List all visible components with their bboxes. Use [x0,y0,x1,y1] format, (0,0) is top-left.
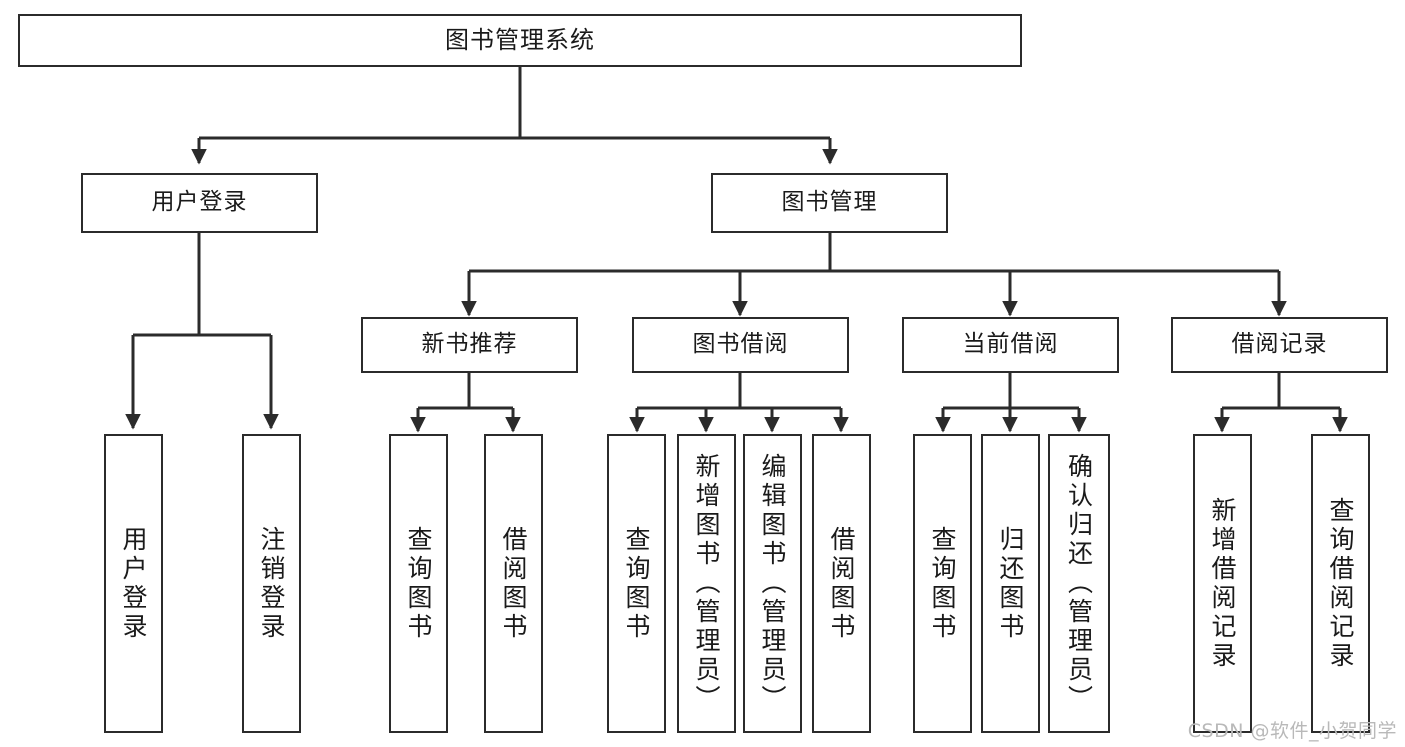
leaf-label: 查询借阅记录 [1326,496,1355,671]
leaf-current-borrow-2[interactable]: 确认归还（管理员） [1048,434,1110,733]
leaf-label: 确认归还（管理员） [1064,453,1094,714]
leaf-user-login-0[interactable]: 用户登录 [104,434,163,733]
leaf-current-borrow-0[interactable]: 查询图书 [913,434,972,733]
node-book-management-label: 图书管理 [781,189,878,216]
node-borrow-record-label: 借阅记录 [1231,331,1328,358]
node-borrow-record[interactable]: 借阅记录 [1171,317,1388,373]
leaf-label: 查询图书 [928,525,957,642]
leaf-book-borrow-2[interactable]: 编辑图书（管理员） [743,434,802,733]
leaf-book-borrow-0[interactable]: 查询图书 [607,434,666,733]
leaf-current-borrow-1[interactable]: 归还图书 [981,434,1040,733]
leaf-label: 借阅图书 [827,525,856,642]
leaf-borrow-record-0[interactable]: 新增借阅记录 [1193,434,1252,733]
leaf-book-borrow-3[interactable]: 借阅图书 [812,434,871,733]
node-new-book-recommend-label: 新书推荐 [421,331,518,358]
node-book-borrow[interactable]: 图书借阅 [632,317,849,373]
leaf-label: 借阅图书 [499,525,528,642]
leaf-label: 新增图书（管理员） [692,453,721,714]
node-book-management[interactable]: 图书管理 [711,173,948,233]
node-current-borrow-label: 当前借阅 [962,331,1059,358]
node-user-login[interactable]: 用户登录 [81,173,318,233]
leaf-label: 用户登录 [119,525,148,642]
csdn-watermark: CSDN @软件_小贺同学 [1187,720,1397,742]
leaf-borrow-record-1[interactable]: 查询借阅记录 [1311,434,1370,733]
leaf-label: 查询图书 [622,525,651,642]
node-user-login-label: 用户登录 [151,189,248,216]
leaf-label: 查询图书 [404,525,433,642]
node-current-borrow[interactable]: 当前借阅 [902,317,1119,373]
node-book-borrow-label: 图书借阅 [692,331,789,358]
node-new-book-recommend[interactable]: 新书推荐 [361,317,578,373]
leaf-new-book-recommend-0[interactable]: 查询图书 [389,434,448,733]
leaf-label: 编辑图书（管理员） [758,453,787,714]
leaf-label: 归还图书 [996,525,1025,642]
node-root[interactable]: 图书管理系统 [18,14,1022,67]
leaf-label: 注销登录 [257,525,286,642]
leaf-book-borrow-1[interactable]: 新增图书（管理员） [677,434,736,733]
node-root-label: 图书管理系统 [445,26,595,55]
leaf-new-book-recommend-1[interactable]: 借阅图书 [484,434,543,733]
leaf-user-login-1[interactable]: 注销登录 [242,434,301,733]
leaf-label: 新增借阅记录 [1208,496,1237,671]
